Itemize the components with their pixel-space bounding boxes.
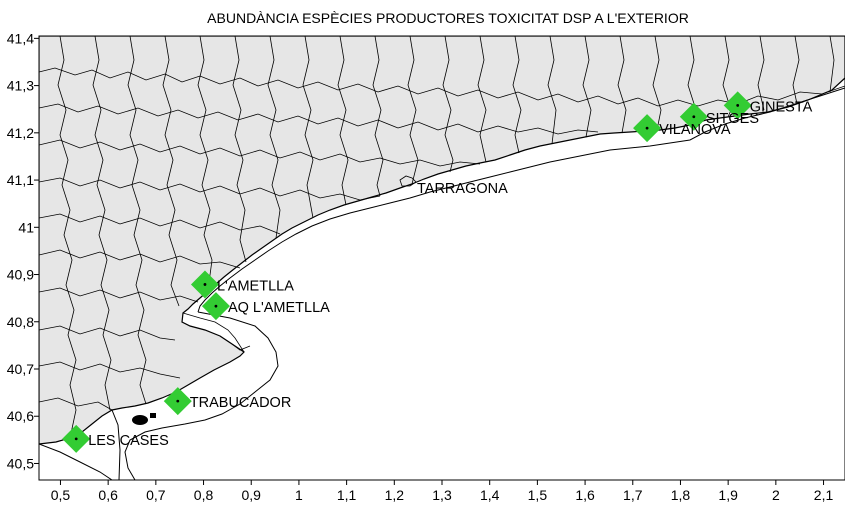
y-tick-label: 41,4 xyxy=(7,30,34,46)
x-tick-label: 1,3 xyxy=(432,487,452,503)
y-tick-label: 41,2 xyxy=(7,125,34,141)
station-marker[interactable]: VILANOVA xyxy=(633,114,731,143)
station-point xyxy=(736,104,740,107)
station-label: L'AMETLLA xyxy=(217,278,294,294)
x-tick-label: 0,5 xyxy=(51,487,71,503)
station-marker[interactable]: LES CASES xyxy=(62,424,169,453)
port-outline xyxy=(399,175,417,187)
x-tick-label: 1 xyxy=(295,487,303,503)
y-tick-label: 41 xyxy=(18,219,34,235)
x-tick-label: 2 xyxy=(772,487,780,503)
y-tick-label: 40,6 xyxy=(7,408,34,424)
station-marker[interactable]: TRABUCADOR xyxy=(163,387,292,416)
station-point xyxy=(214,304,218,308)
x-tick-label: 0,7 xyxy=(146,487,166,503)
x-tick-label: 1,4 xyxy=(480,487,500,503)
y-tick-label: 40,7 xyxy=(7,361,34,377)
bay-edge xyxy=(39,443,113,480)
land-mass xyxy=(39,36,845,445)
station-point xyxy=(203,283,207,286)
map-title: ABUNDÀNCIA ESPÈCIES PRODUCTORES TOXICITA… xyxy=(207,10,689,26)
x-tick-label: 1,9 xyxy=(718,487,738,503)
station-marker[interactable]: L'AMETLLA xyxy=(190,270,294,299)
x-axis: 0,5 0,6 0,7 0,8 0,9 1 1,1 1,2 1,3 1,4 1,5 1,6 1,7 1,8… xyxy=(51,480,834,503)
station-label: GINESTA xyxy=(750,99,813,115)
station-label: TRABUCADOR xyxy=(190,395,292,411)
delta-lower-edge xyxy=(111,409,121,480)
y-tick-label: 41,3 xyxy=(7,78,34,94)
x-tick-label: 0,6 xyxy=(98,487,118,503)
station-point xyxy=(692,115,696,119)
x-tick-label: 0,8 xyxy=(194,487,214,503)
x-tick-label: 1,1 xyxy=(337,487,357,503)
x-tick-label: 2,1 xyxy=(814,487,834,503)
station-point xyxy=(74,437,78,441)
x-tick-label: 1,5 xyxy=(528,487,548,503)
x-tick-label: 0,9 xyxy=(241,487,261,503)
y-axis: 41,4 41,3 41,2 41,1 41 40,9 40,8 40,7 40,6 40,5 xyxy=(7,30,39,471)
city-label-tarragona: TARRAGONA xyxy=(417,181,508,197)
delta-outline xyxy=(124,311,279,480)
station-label: SITGES xyxy=(706,111,759,127)
station-label: LES CASES xyxy=(88,433,169,449)
station-label: AQ L'AMETLLA xyxy=(228,300,330,316)
station-marker[interactable]: GINESTA xyxy=(723,91,813,120)
y-tick-label: 41,1 xyxy=(7,172,34,188)
municipal-borders xyxy=(39,36,845,439)
station-label: VILANOVA xyxy=(659,122,731,138)
x-tick-label: 1,7 xyxy=(623,487,643,503)
coastal-shelf-line xyxy=(197,87,845,313)
station-marker[interactable]: SITGES xyxy=(679,102,759,131)
lagoon xyxy=(132,415,148,425)
station-point xyxy=(645,126,649,130)
y-tick-label: 40,9 xyxy=(7,267,34,283)
x-tick-label: 1,2 xyxy=(385,487,405,503)
y-tick-label: 40,8 xyxy=(7,314,34,330)
x-tick-label: 1,8 xyxy=(671,487,691,503)
station-marker[interactable]: AQ L'AMETLLA xyxy=(201,292,330,321)
lagoon-small xyxy=(150,413,156,418)
station-point xyxy=(176,399,180,403)
y-tick-label: 40,5 xyxy=(7,455,34,471)
x-tick-label: 1,6 xyxy=(575,487,595,503)
